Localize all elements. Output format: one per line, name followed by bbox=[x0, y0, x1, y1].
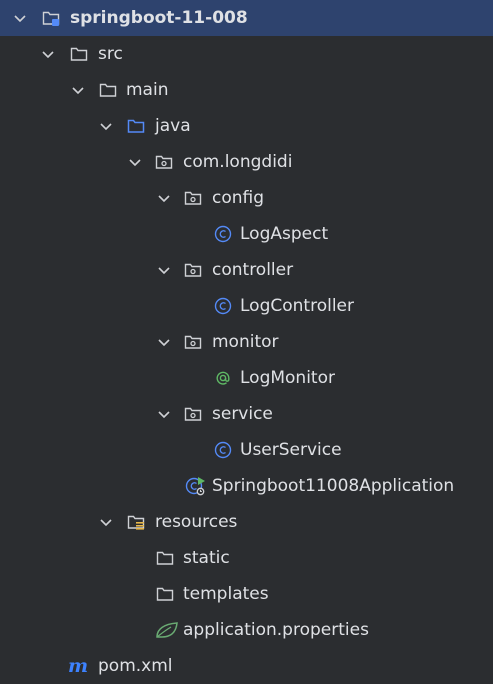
tree-item-label: config bbox=[212, 188, 265, 208]
tree-item-pom[interactable]: m pom.xml bbox=[0, 648, 493, 684]
class-icon bbox=[214, 441, 232, 459]
package-icon bbox=[155, 155, 173, 169]
tree-item-label: templates bbox=[183, 584, 269, 604]
resources-folder-icon bbox=[127, 515, 145, 530]
folder-icon bbox=[156, 551, 174, 565]
chevron-down-icon[interactable] bbox=[70, 82, 86, 98]
package-icon bbox=[184, 335, 202, 349]
spring-boot-run-class-icon bbox=[185, 477, 205, 496]
spring-leaf-icon bbox=[156, 622, 178, 638]
package-icon bbox=[184, 191, 202, 205]
tree-item-src[interactable]: src bbox=[0, 36, 493, 72]
tree-item-log-controller[interactable]: LogController bbox=[0, 288, 493, 324]
tree-item-resources[interactable]: resources bbox=[0, 504, 493, 540]
tree-item-label: main bbox=[126, 80, 169, 100]
tree-item-config[interactable]: config bbox=[0, 180, 493, 216]
tree-item-label: java bbox=[155, 116, 191, 136]
tree-item-package-root[interactable]: com.longdidi bbox=[0, 144, 493, 180]
tree-item-java[interactable]: java bbox=[0, 108, 493, 144]
tree-item-project[interactable]: springboot-11-008 bbox=[0, 0, 493, 36]
tree-item-label: src bbox=[98, 44, 123, 64]
folder-icon bbox=[156, 587, 174, 601]
tree-item-log-monitor[interactable]: LogMonitor bbox=[0, 360, 493, 396]
tree-item-label: application.properties bbox=[183, 620, 369, 640]
source-folder-icon bbox=[127, 119, 145, 133]
chevron-down-icon[interactable] bbox=[156, 406, 172, 422]
tree-item-controller[interactable]: controller bbox=[0, 252, 493, 288]
tree-item-label: Springboot11008Application bbox=[212, 476, 455, 496]
tree-item-templates[interactable]: templates bbox=[0, 576, 493, 612]
chevron-down-icon[interactable] bbox=[156, 334, 172, 350]
tree-item-label: controller bbox=[212, 260, 294, 280]
tree-item-label: service bbox=[212, 404, 273, 424]
tree-item-log-aspect[interactable]: LogAspect bbox=[0, 216, 493, 252]
tree-item-label: monitor bbox=[212, 332, 279, 352]
tree-item-main[interactable]: main bbox=[0, 72, 493, 108]
chevron-down-icon[interactable] bbox=[156, 262, 172, 278]
chevron-down-icon[interactable] bbox=[98, 118, 114, 134]
tree-item-application-properties[interactable]: application.properties bbox=[0, 612, 493, 648]
module-folder-icon bbox=[42, 11, 60, 26]
tree-item-label: LogController bbox=[240, 296, 354, 316]
class-icon bbox=[214, 297, 232, 315]
tree-item-label: LogMonitor bbox=[240, 368, 335, 388]
tree-item-label: springboot-11-008 bbox=[70, 8, 248, 28]
tree-item-static[interactable]: static bbox=[0, 540, 493, 576]
tree-item-label: com.longdidi bbox=[183, 152, 293, 172]
annotation-icon bbox=[216, 371, 230, 385]
tree-item-label: LogAspect bbox=[240, 224, 329, 244]
chevron-down-icon[interactable] bbox=[40, 46, 56, 62]
chevron-down-icon[interactable] bbox=[156, 190, 172, 206]
chevron-down-icon[interactable] bbox=[12, 10, 28, 26]
package-icon bbox=[184, 263, 202, 277]
tree-item-label: pom.xml bbox=[98, 656, 173, 676]
maven-icon: m bbox=[68, 655, 89, 677]
tree-item-monitor[interactable]: monitor bbox=[0, 324, 493, 360]
package-icon bbox=[184, 407, 202, 421]
chevron-down-icon[interactable] bbox=[127, 154, 143, 170]
tree-item-service[interactable]: service bbox=[0, 396, 493, 432]
class-icon bbox=[214, 225, 232, 243]
chevron-down-icon[interactable] bbox=[98, 514, 114, 530]
tree-item-label: static bbox=[183, 548, 230, 568]
tree-item-label: resources bbox=[155, 512, 238, 532]
tree-item-user-service[interactable]: UserService bbox=[0, 432, 493, 468]
tree-item-label: UserService bbox=[240, 440, 342, 460]
tree-item-application-class[interactable]: Springboot11008Application bbox=[0, 468, 493, 504]
folder-icon bbox=[99, 83, 117, 97]
folder-icon bbox=[70, 47, 88, 61]
